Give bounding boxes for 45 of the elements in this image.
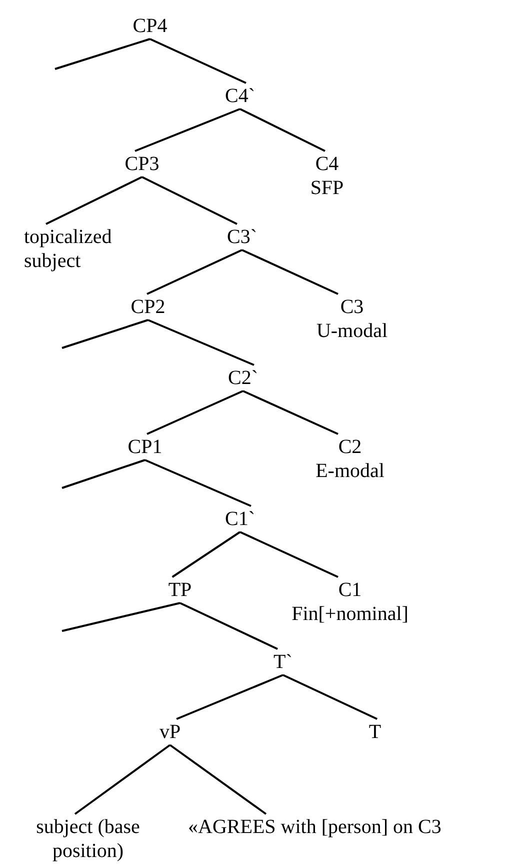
category-label: C2`	[228, 366, 258, 390]
branch-line	[144, 459, 252, 507]
branch-line	[62, 602, 180, 632]
feature-label: U-modal	[316, 319, 388, 343]
branch-line	[172, 531, 241, 578]
category-label: «AGREES with [person] on C3	[188, 815, 442, 839]
category-label: C4`	[225, 84, 255, 108]
branch-line	[146, 390, 244, 435]
category-label: CP4	[132, 14, 168, 38]
category-label: CP1	[128, 435, 162, 459]
feature-label: E-modal	[316, 459, 384, 483]
category-label: C1	[337, 578, 363, 602]
category-label: C1`	[225, 507, 255, 531]
branch-line	[148, 319, 254, 366]
branch-line	[62, 319, 148, 349]
branch-line	[134, 108, 240, 152]
branch-line	[62, 459, 146, 489]
category-label: T`	[274, 650, 292, 674]
category-label: C2	[337, 435, 363, 459]
branch-line	[142, 176, 238, 225]
branch-line	[169, 744, 267, 815]
branch-line	[74, 744, 171, 815]
branch-line	[282, 674, 378, 720]
category-label: CP2	[130, 295, 166, 319]
branch-line	[242, 249, 338, 295]
branch-line	[180, 602, 278, 650]
branch-line	[46, 176, 142, 225]
branch-line	[240, 531, 338, 578]
feature-label: SFP	[310, 176, 344, 200]
branch-line	[146, 249, 242, 295]
category-label: subject (base position)	[35, 815, 141, 863]
category-label: vP	[159, 720, 181, 744]
branch-line	[54, 38, 150, 70]
category-label: CP3	[124, 152, 160, 176]
branch-line	[176, 674, 284, 720]
feature-label: Fin[+nominal]	[292, 602, 408, 626]
category-label: C4	[314, 152, 340, 176]
category-label: C3`	[227, 225, 257, 249]
category-label: topicalized subject	[24, 225, 113, 273]
branch-line	[240, 108, 326, 152]
category-label: T	[368, 720, 382, 744]
category-label: TP	[168, 578, 192, 602]
category-label: C3	[339, 295, 365, 319]
branch-line	[150, 38, 246, 84]
branch-line	[242, 390, 338, 435]
